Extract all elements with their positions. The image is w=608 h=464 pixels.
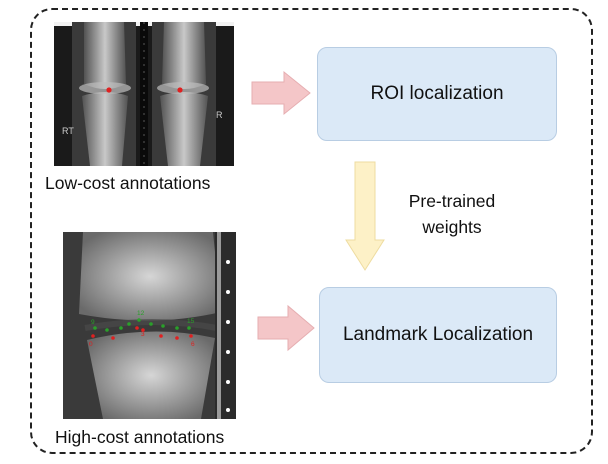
landmark-localization-label: Landmark Localization [342, 324, 534, 345]
low-cost-caption: Low-cost annotations [45, 173, 211, 193]
landmark-label: 15 [187, 318, 195, 325]
tibia-landmarks [91, 326, 193, 340]
pretrained-line-2: weights [422, 217, 482, 237]
xray-side-marker: RT [62, 126, 74, 136]
xray-side-marker: R [216, 110, 223, 120]
landmark-label: 12 [137, 310, 145, 317]
roi-localization-label: ROI localization [370, 83, 504, 104]
landmark-label: 9 [91, 319, 95, 326]
landmark-label: 0 [89, 341, 93, 348]
roi-annotation-point [177, 87, 183, 93]
right-arrow-icon [251, 70, 311, 116]
low-cost-xray-image: RT R [54, 22, 234, 166]
high-cost-caption: High-cost annotations [55, 427, 225, 447]
femur-landmarks [93, 318, 191, 332]
high-cost-xray-image: 9 12 15 0 3 6 [63, 232, 236, 419]
down-arrow-icon [345, 161, 385, 271]
pretrained-line-1: Pre-trained [408, 191, 496, 211]
pretrained-weights-label: Pre-trained weights [392, 188, 512, 240]
roi-annotation-point [106, 87, 112, 93]
landmark-localization-box: Landmark Localization [319, 287, 557, 383]
roi-localization-box: ROI localization [317, 47, 557, 141]
landmark-label: 6 [191, 341, 195, 348]
dashed-frame [30, 8, 593, 454]
landmark-label: 3 [141, 331, 145, 338]
right-arrow-icon [257, 304, 315, 352]
